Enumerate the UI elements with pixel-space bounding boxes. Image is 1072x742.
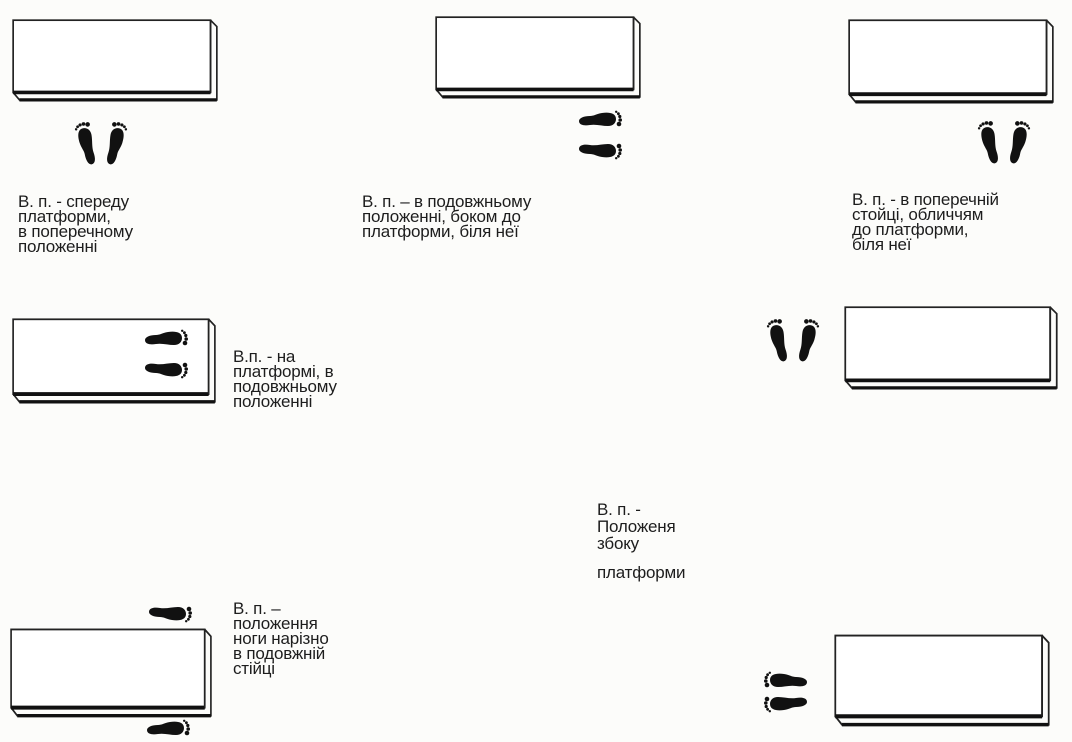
caption-side-position: В. п. - Положеня збоку bbox=[597, 500, 676, 553]
caption-cross-facing: В. п. - в поперечній стойці, обличчям до… bbox=[852, 190, 999, 254]
feet-icon-on-platform bbox=[124, 324, 198, 388]
caption-side-position-tail: платформи bbox=[597, 563, 686, 582]
caption-side-long: В. п. – в подовжньому положенні, боком д… bbox=[362, 192, 532, 241]
feet-icon-front bbox=[70, 118, 134, 174]
platform-side-position bbox=[832, 632, 1052, 727]
caption-split-stance: В. п. – положення ноги нарізно в подовжн… bbox=[233, 599, 329, 678]
platform-split bbox=[8, 626, 214, 718]
foot-icon-split-bottom bbox=[134, 718, 196, 742]
caption-on-platform: В.п. - на платформі, в подовжньому полож… bbox=[233, 347, 337, 411]
platform-front bbox=[10, 17, 220, 102]
platform-side-long bbox=[433, 14, 643, 99]
caption-front: В. п. - спереду платформи, в поперечному… bbox=[18, 192, 133, 256]
feet-icon-beside bbox=[764, 315, 828, 371]
platform-cross-facing bbox=[846, 17, 1056, 104]
feet-icon-side-long bbox=[562, 107, 632, 167]
platform-beside bbox=[842, 304, 1060, 390]
feet-icon-cross-facing bbox=[973, 115, 1037, 173]
feet-icon-side-position bbox=[756, 650, 828, 714]
